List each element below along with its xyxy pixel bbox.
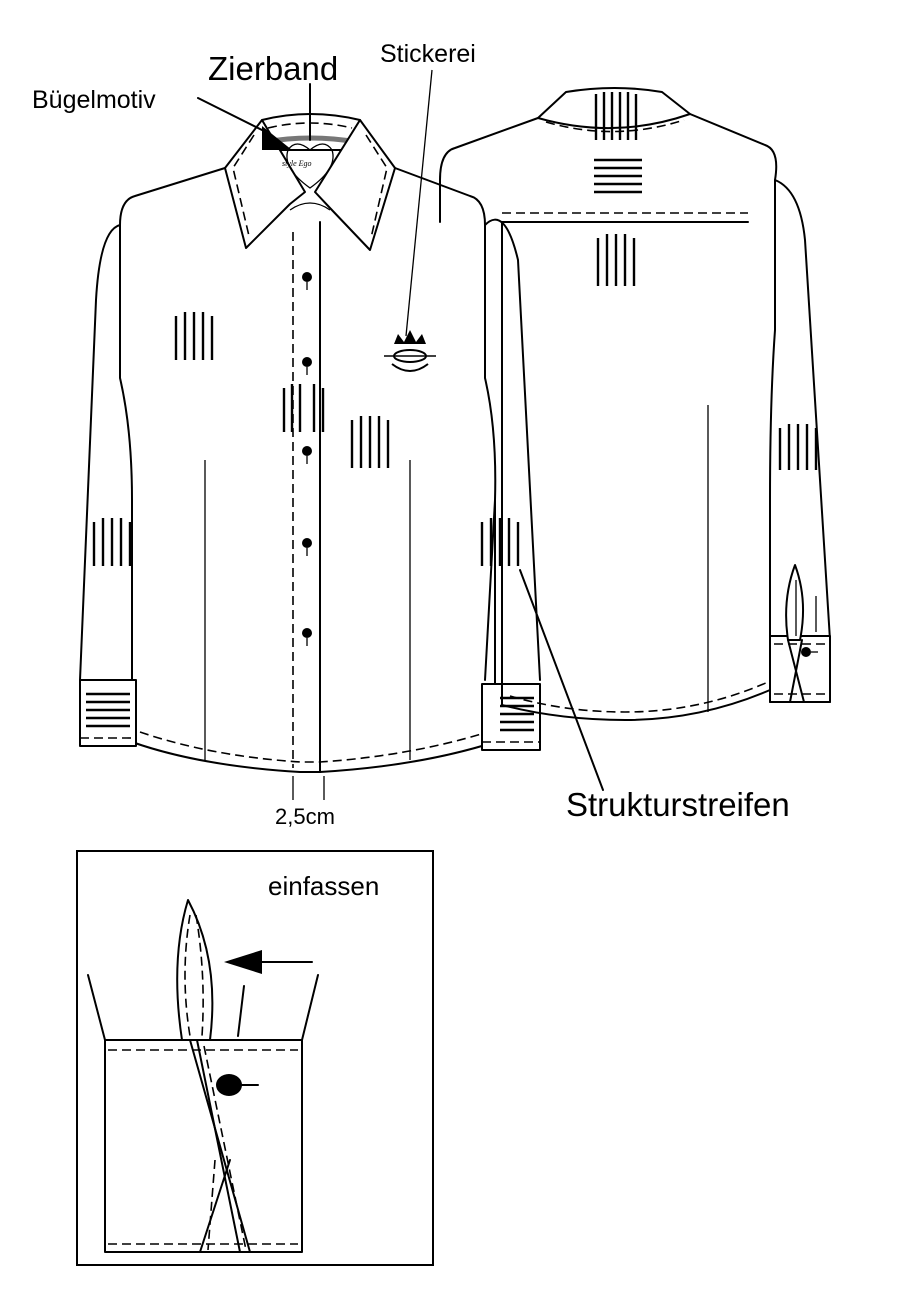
detail-cuff bbox=[104, 1039, 303, 1253]
leader-stickerei bbox=[405, 69, 433, 337]
label-strukturstreifen: Strukturstreifen bbox=[566, 786, 790, 823]
front-left-cuff-stripes bbox=[86, 692, 130, 728]
stripes-chest-left bbox=[174, 312, 214, 360]
label-stickerei: Stickerei bbox=[380, 40, 476, 68]
front-right-sleeve bbox=[484, 218, 541, 681]
stripes-back-upper bbox=[596, 234, 636, 286]
front-body-outline bbox=[119, 167, 497, 773]
stripes-back-yoke bbox=[594, 158, 642, 194]
front-right-sleeve-inner bbox=[484, 499, 496, 681]
stripes-left-sleeve bbox=[92, 518, 132, 566]
back-collar bbox=[537, 87, 691, 130]
stripes-back-sleeve bbox=[778, 424, 818, 470]
detail-inset bbox=[76, 850, 434, 1266]
leader-strukturstreifen bbox=[519, 569, 604, 791]
logo-text: style Ego bbox=[282, 159, 312, 168]
front-view bbox=[79, 113, 541, 800]
leader-lines bbox=[197, 69, 604, 791]
back-cuff-button bbox=[801, 647, 811, 657]
detail-arrow-head bbox=[224, 950, 262, 974]
label-buegelmotiv: Bügelmotiv bbox=[32, 86, 156, 114]
front-right-cuff bbox=[481, 683, 541, 751]
label-measurement: 2,5cm bbox=[275, 804, 335, 829]
back-body-outline bbox=[439, 113, 778, 721]
leader-buegelmotiv bbox=[197, 97, 271, 135]
stripes-placket bbox=[282, 384, 325, 432]
detail-button bbox=[216, 1074, 242, 1096]
stripes-back-collar bbox=[594, 92, 638, 140]
label-einfassen: einfassen bbox=[268, 871, 380, 901]
label-zierband: Zierband bbox=[208, 50, 339, 87]
back-sleeve-placket bbox=[785, 564, 804, 641]
front-left-sleeve bbox=[79, 224, 121, 681]
stickerei-embroidery-icon bbox=[384, 330, 436, 372]
arrow-buegelmotiv bbox=[262, 126, 292, 150]
front-buttons bbox=[302, 272, 312, 646]
stripes-right-sleeve bbox=[480, 518, 520, 566]
stripes-mid-right bbox=[350, 416, 390, 468]
front-left-cuff bbox=[79, 679, 137, 747]
buegelmotiv-heart bbox=[286, 143, 334, 189]
detail-binding bbox=[176, 899, 214, 1041]
back-view bbox=[439, 87, 831, 721]
back-right-sleeve bbox=[769, 179, 831, 703]
detail-frame bbox=[76, 850, 434, 1266]
